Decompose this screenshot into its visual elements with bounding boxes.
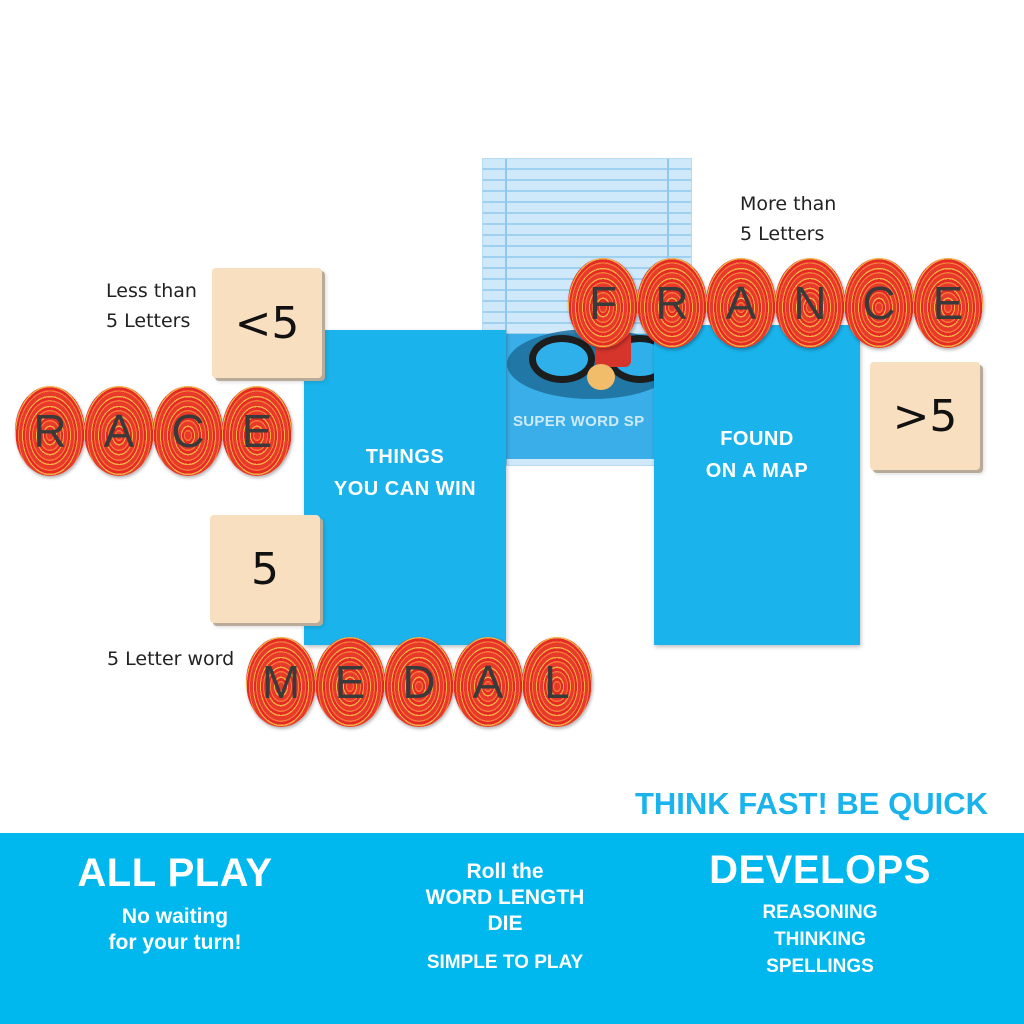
- letter-token: M: [246, 637, 316, 727]
- feature-band: ALL PLAY No waiting for your turn! Roll …: [0, 833, 1024, 1024]
- letter-token: E: [222, 386, 292, 476]
- feature-roll-note: SIMPLE TO PLAY: [426, 952, 584, 973]
- letter-token: E: [315, 637, 385, 727]
- label-five-letter: 5 Letter word: [107, 648, 235, 670]
- card-back-title: SUPER WORD SP: [513, 413, 645, 430]
- letter-token: R: [15, 386, 85, 476]
- letter-token: C: [844, 258, 914, 348]
- feature-all-play: ALL PLAY No waiting for your turn!: [70, 851, 280, 956]
- feature-all-play-title: ALL PLAY: [77, 851, 273, 895]
- word-race: R A C E: [15, 386, 292, 476]
- feature-roll-text: Roll the WORD LENGTH DIE: [425, 860, 585, 935]
- letter-token: E: [913, 258, 983, 348]
- word-medal: M E D A L: [246, 637, 592, 727]
- letter-token: A: [706, 258, 776, 348]
- letter-token: A: [453, 637, 523, 727]
- card-things-you-can-win: THINGS YOU CAN WIN: [304, 330, 506, 645]
- tile-less-than-five: <5: [212, 268, 322, 378]
- label-more-than: More than 5 Letters: [740, 193, 837, 245]
- tile-more-than-five: >5: [870, 362, 980, 470]
- goggle-left-icon: [529, 335, 595, 383]
- letter-token: A: [84, 386, 154, 476]
- feature-all-play-text: No waiting for your turn!: [108, 905, 242, 954]
- letter-token: D: [384, 637, 454, 727]
- letter-token: N: [775, 258, 845, 348]
- feature-develops-text: REASONING THINKING SPELLINGS: [762, 902, 878, 977]
- card-right-text: FOUND ON A MAP: [705, 428, 809, 482]
- label-less-than: Less than 5 Letters: [106, 280, 197, 332]
- face-icon: [587, 364, 615, 390]
- letter-token: C: [153, 386, 223, 476]
- tile-five: 5: [210, 515, 320, 623]
- letter-token: F: [568, 258, 638, 348]
- feature-develops: DEVELOPS REASONING THINKING SPELLINGS: [705, 848, 935, 980]
- letter-token: R: [637, 258, 707, 348]
- feature-develops-title: DEVELOPS: [709, 848, 931, 892]
- card-left-text: THINGS YOU CAN WIN: [333, 445, 477, 500]
- feature-roll: Roll the WORD LENGTH DIE SIMPLE TO PLAY: [400, 859, 610, 976]
- slogan: THINK FAST! BE QUICK: [634, 786, 988, 821]
- word-france: F R A N C E: [568, 258, 983, 348]
- letter-token: L: [522, 637, 592, 727]
- card-found-on-a-map: FOUND ON A MAP: [654, 325, 860, 645]
